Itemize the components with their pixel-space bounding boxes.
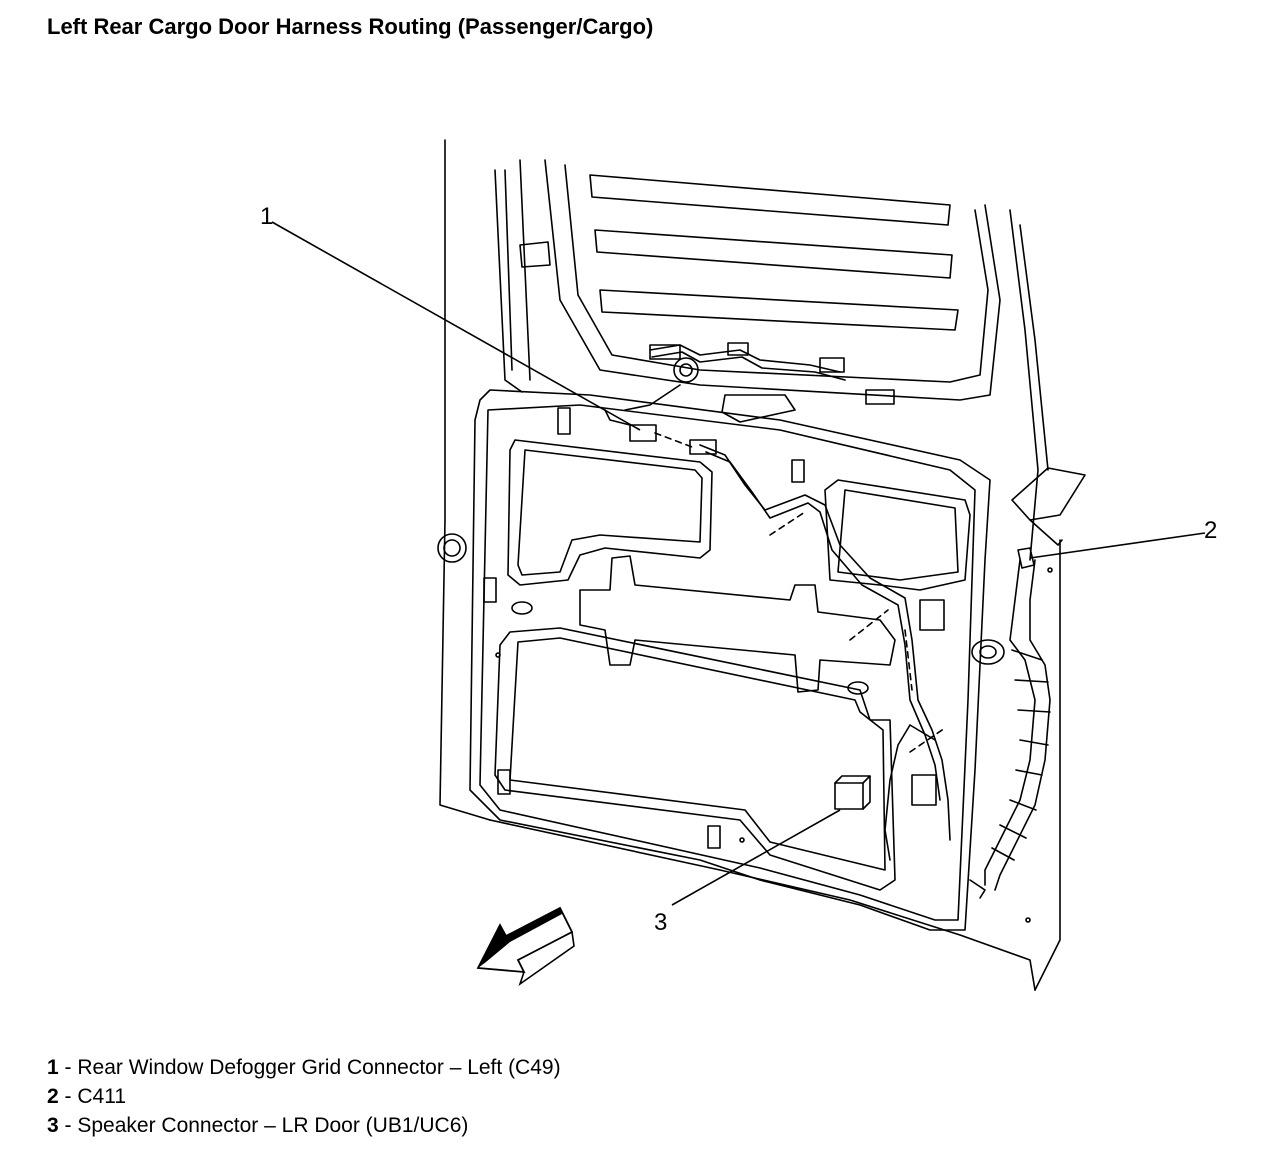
legend: 1 - Rear Window Defogger Grid Connector … [47, 1053, 561, 1140]
callout-2-number: 2 [1204, 517, 1217, 544]
callout-1-leader [271, 221, 641, 431]
legend-item-label: C411 [77, 1085, 127, 1108]
upper-left-cutout [507, 439, 713, 586]
legend-item-number: 1 [47, 1056, 59, 1079]
callout-3-leader [671, 809, 841, 906]
legend-item: 1 - Rear Window Defogger Grid Connector … [47, 1053, 561, 1082]
door-harness [604, 409, 951, 861]
legend-separator: - [58, 1056, 78, 1079]
window-harness [624, 342, 895, 423]
door-body [439, 139, 1061, 991]
callout-2-leader [1029, 532, 1206, 559]
hinge-bracket [1011, 467, 1086, 546]
legend-separator: - [58, 1114, 78, 1137]
page-title: Left Rear Cargo Door Harness Routing (Pa… [47, 14, 654, 39]
legend-item: 2 - C411 [47, 1082, 561, 1111]
legend-item-number: 3 [47, 1114, 59, 1137]
legend-separator: - [58, 1085, 78, 1108]
inner-panel [469, 389, 991, 931]
front-direction-arrow-icon [476, 906, 575, 987]
middle-cutout [579, 555, 896, 693]
rear-window [519, 159, 1001, 401]
c411-loom [969, 547, 1051, 899]
right-upper-cutout [824, 479, 971, 591]
legend-item-label: Rear Window Defogger Grid Connector – Le… [77, 1056, 561, 1079]
legend-item: 3 - Speaker Connector – LR Door (UB1/UC6… [47, 1111, 561, 1140]
panel-slots [437, 407, 1053, 923]
lower-cutout [494, 627, 896, 891]
callout-1-number: 1 [260, 203, 273, 230]
callout-3-number: 3 [654, 909, 667, 936]
legend-item-label: Speaker Connector – LR Door (UB1/UC6) [77, 1114, 469, 1137]
speaker-connector [834, 775, 871, 810]
routing-arrows [654, 432, 946, 753]
legend-item-number: 2 [47, 1085, 59, 1108]
